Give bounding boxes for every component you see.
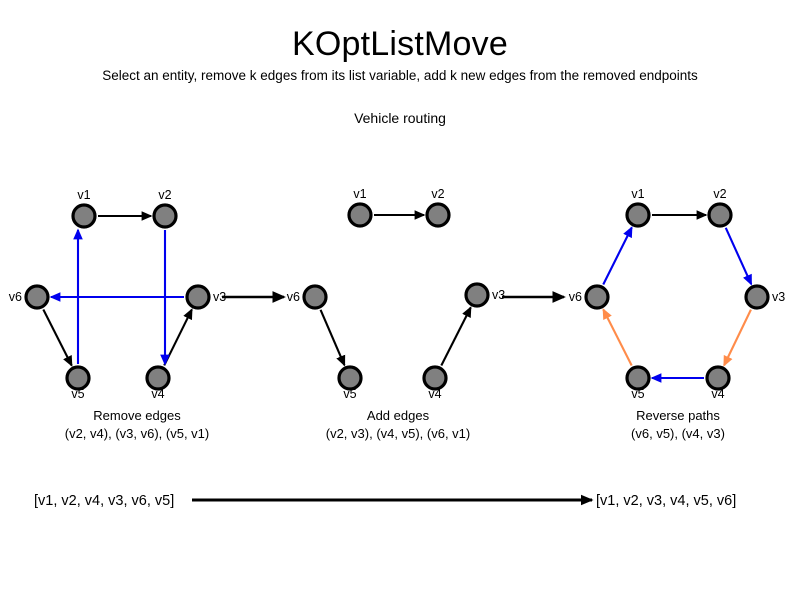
edge-v6-v5 — [42, 309, 73, 367]
graph-node-v2[interactable] — [152, 203, 178, 229]
panel-reverse-nodes: v1 v2 v3 v4 v5 v6 — [569, 187, 785, 401]
page-subtitle: Select an entity, remove k edges from it… — [102, 68, 698, 83]
caption-title: Reverse paths — [636, 408, 720, 423]
caption-title: Remove edges — [93, 408, 181, 423]
node-label-v6: v6 — [569, 290, 582, 304]
node-label-v3: v3 — [772, 290, 785, 304]
edges-layer — [42, 210, 753, 383]
graph-node-v4[interactable] — [705, 365, 731, 391]
graph-node-v4[interactable] — [422, 365, 448, 391]
list-before: [v1, v2, v4, v3, v6, v5] — [34, 493, 174, 509]
node-label-v5: v5 — [343, 387, 356, 401]
panel-reverse-edges — [602, 210, 753, 383]
caption-detail: (v6, v5), (v4, v3) — [631, 426, 725, 441]
node-label-v2: v2 — [713, 187, 726, 201]
panel-remove-edges — [42, 211, 193, 367]
graph-node-v2[interactable] — [425, 202, 451, 228]
graph-node-v6[interactable] — [584, 284, 610, 310]
node-label-v6: v6 — [287, 290, 300, 304]
panel-remove-caption: Remove edges (v2, v4), (v3, v6), (v5, v1) — [65, 408, 209, 441]
edge-v2-v3 — [724, 227, 753, 286]
edge-v6-v1 — [602, 226, 633, 285]
node-label-v4: v4 — [428, 387, 441, 401]
graph-node-v1[interactable] — [71, 203, 97, 229]
graph-node-v5[interactable] — [65, 365, 91, 391]
edge-v4-v3 — [163, 308, 193, 366]
graph-node-v3[interactable] — [464, 282, 490, 308]
node-label-v1: v1 — [631, 187, 644, 201]
node-label-v1: v1 — [77, 188, 90, 202]
graph-node-v3[interactable] — [744, 284, 770, 310]
list-after: [v1, v2, v3, v4, v5, v6] — [596, 493, 736, 509]
node-label-v6: v6 — [9, 290, 22, 304]
nodes-layer: v1 v2 v3 v4 v5 v6 v1 v2 v3 v4 v5 v6 v1 v2 v3 v4 v5 v6 — [9, 187, 785, 401]
graph-node-v1[interactable] — [347, 202, 373, 228]
edge-v6-v5 — [319, 309, 346, 367]
caption-detail: (v2, v3), (v4, v5), (v6, v1) — [326, 426, 470, 441]
problem-label: Vehicle routing — [354, 110, 446, 126]
list-flow-layer: [v1, v2, v4, v3, v6, v5] [v1, v2, v3, v4,… — [34, 493, 736, 509]
node-label-v2: v2 — [158, 188, 171, 202]
node-label-v4: v4 — [151, 387, 164, 401]
caption-title: Add edges — [367, 408, 430, 423]
panel-add-edges — [319, 210, 472, 367]
node-label-v5: v5 — [631, 387, 644, 401]
graph-node-v6[interactable] — [24, 284, 50, 310]
edge-v5-v6 — [602, 308, 633, 366]
graph-node-v5[interactable] — [625, 365, 651, 391]
graph-node-v6[interactable] — [302, 284, 328, 310]
node-label-v2: v2 — [431, 187, 444, 201]
edge-v4-v3 — [440, 306, 472, 366]
edge-v3-v4 — [723, 309, 752, 367]
page-title: KOptListMove — [292, 25, 508, 63]
captions-layer: Remove edges (v2, v4), (v3, v6), (v5, v1)… — [65, 408, 725, 441]
graph-node-v3[interactable] — [185, 284, 211, 310]
node-label-v3: v3 — [213, 290, 226, 304]
node-label-v1: v1 — [353, 187, 366, 201]
node-label-v3: v3 — [492, 288, 505, 302]
graph-node-v5[interactable] — [337, 365, 363, 391]
node-label-v4: v4 — [711, 387, 724, 401]
panel-add-nodes: v1 v2 v3 v4 v5 v6 — [287, 187, 505, 401]
graph-node-v2[interactable] — [707, 202, 733, 228]
panel-reverse-caption: Reverse paths (v6, v5), (v4, v3) — [631, 408, 725, 441]
panel-add-caption: Add edges (v2, v3), (v4, v5), (v6, v1) — [326, 408, 470, 441]
node-label-v5: v5 — [71, 387, 84, 401]
graph-node-v4[interactable] — [145, 365, 171, 391]
caption-detail: (v2, v4), (v3, v6), (v5, v1) — [65, 426, 209, 441]
panel-remove-nodes: v1 v2 v3 v4 v5 v6 — [9, 188, 226, 401]
graph-node-v1[interactable] — [625, 202, 651, 228]
